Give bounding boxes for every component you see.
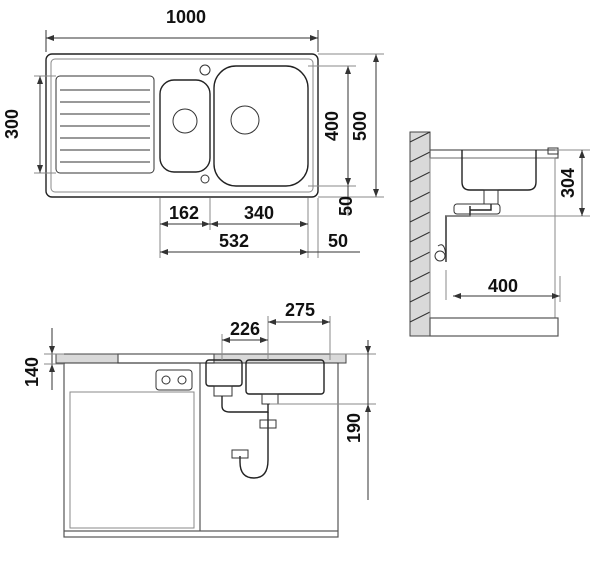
front-trap <box>239 412 269 479</box>
waste-pipe <box>445 204 492 262</box>
dim-bowl-depth-label: 400 <box>322 111 342 141</box>
left-cabinet-door <box>69 391 195 529</box>
cabinet-base <box>429 317 559 337</box>
dim-small-bowl-label: 162 <box>169 203 199 223</box>
small-bowl-drain <box>172 108 198 134</box>
dim-large-bowl-label: 340 <box>244 203 274 223</box>
dim-right-margin-label: 50 <box>328 231 348 251</box>
dim-depth-label: 140 <box>22 357 42 387</box>
right-cabinet <box>199 362 339 532</box>
small-bowl <box>159 79 211 173</box>
left-cabinet <box>63 362 201 532</box>
front-view: 226 275 140 190 <box>22 300 376 538</box>
large-bowl-drain <box>230 105 260 135</box>
dim-outlet-small-label: 226 <box>230 319 260 339</box>
front-large-bowl <box>245 359 325 395</box>
countertop <box>429 149 559 159</box>
dim-bowl-span-label: 532 <box>219 231 249 251</box>
bowl-section <box>461 150 537 191</box>
dim-drain-offset-label: 400 <box>488 276 518 296</box>
sink-rim-outline <box>45 53 319 198</box>
drain-outlet <box>483 189 499 205</box>
tap-hole <box>199 64 211 76</box>
overflow-hole <box>200 174 210 184</box>
large-bowl <box>213 65 309 187</box>
dim-width-label: 1000 <box>166 7 206 27</box>
front-small-bowl <box>205 359 243 387</box>
knob-icon <box>161 375 171 385</box>
sink-rim-inner <box>50 58 314 193</box>
connector-pipe <box>221 396 269 413</box>
dim-drainer-depth-label: 300 <box>2 109 22 139</box>
control-panel <box>155 369 193 391</box>
top-view: 1000 300 400 500 50 162 <box>2 7 384 258</box>
drainer-board <box>55 75 155 174</box>
dim-outlet-large-label: 275 <box>285 300 315 320</box>
side-view: 304 400 <box>409 131 590 337</box>
dim-overall-depth-label: 500 <box>350 111 370 141</box>
dim-bottom-margin-label: 50 <box>336 196 356 216</box>
plinth <box>63 530 339 538</box>
knob-icon <box>177 375 187 385</box>
drainer-ribs <box>60 89 150 163</box>
dim-height-label: 304 <box>558 168 578 198</box>
dim-drain-height-label: 190 <box>344 413 364 443</box>
